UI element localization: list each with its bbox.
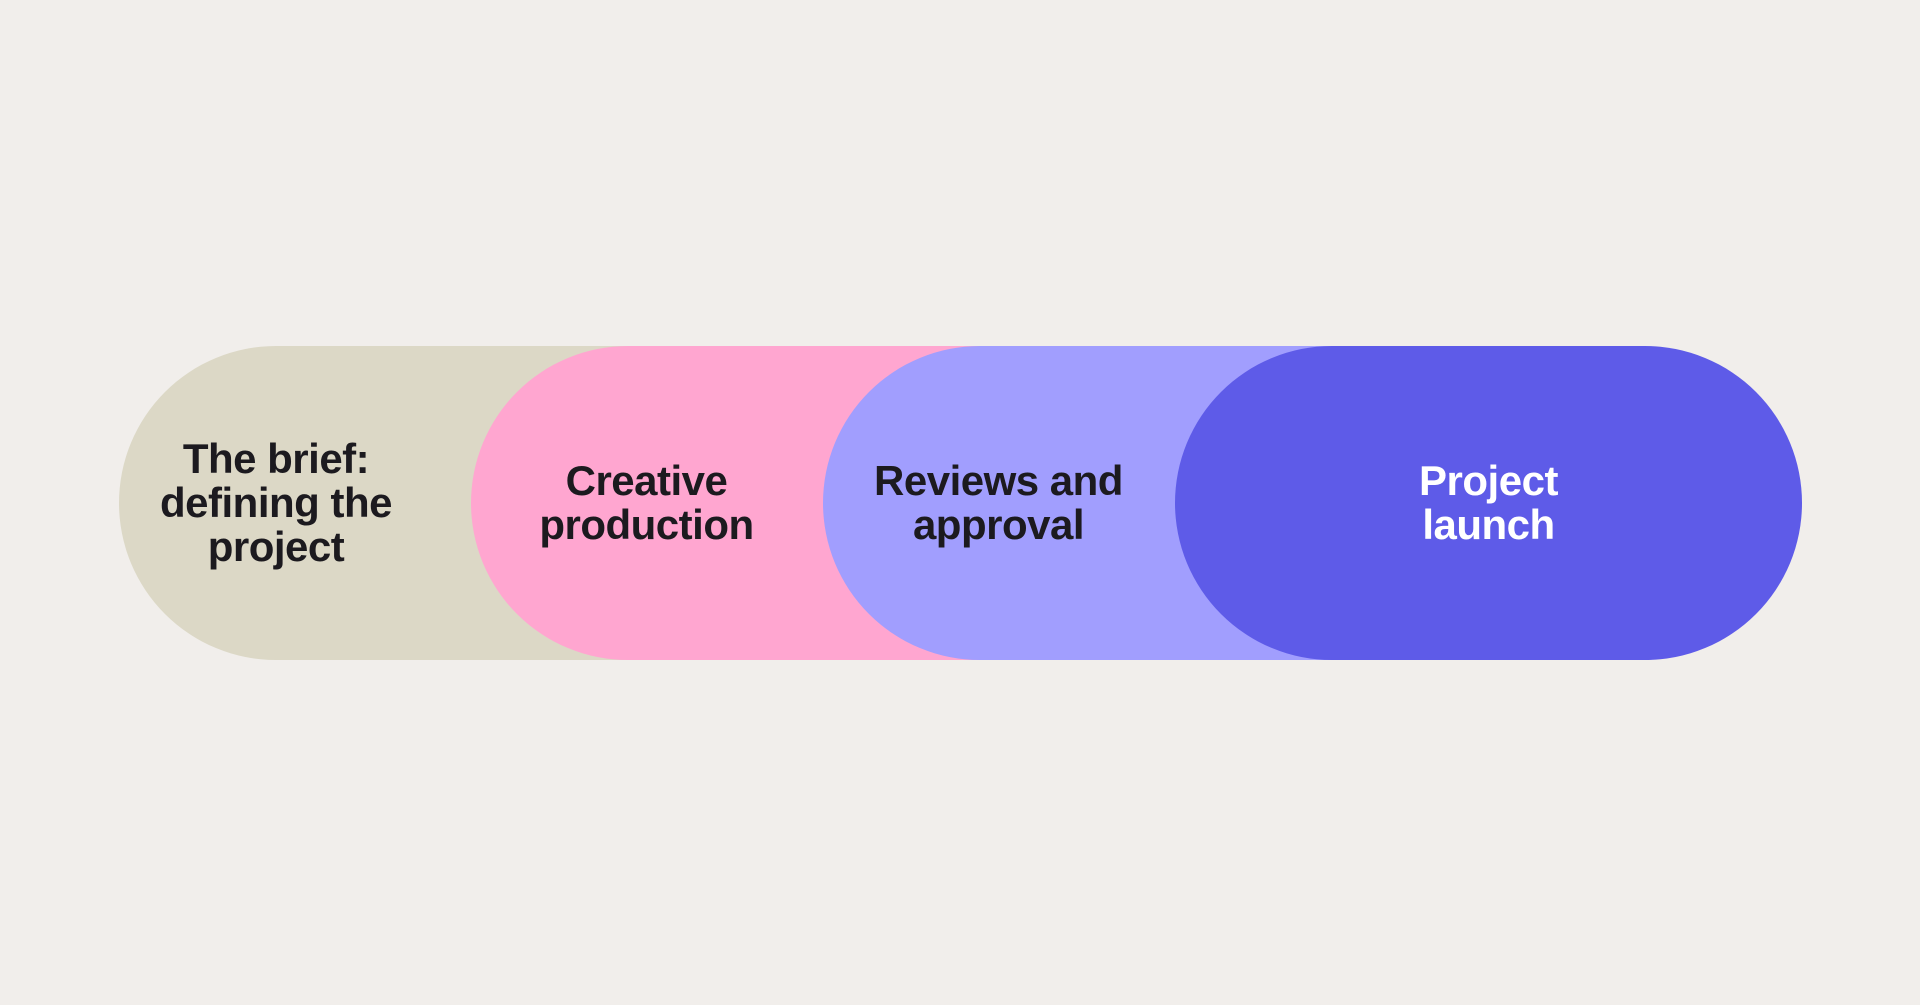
- step-label-creative-production: Creative production: [539, 457, 754, 548]
- step-pill-project-launch: Project launch: [1175, 346, 1802, 660]
- step-label-brief: The brief: defining the project: [160, 435, 392, 570]
- step-label-project-launch: Project launch: [1419, 457, 1558, 548]
- step-label-reviews-approval: Reviews and approval: [874, 457, 1123, 548]
